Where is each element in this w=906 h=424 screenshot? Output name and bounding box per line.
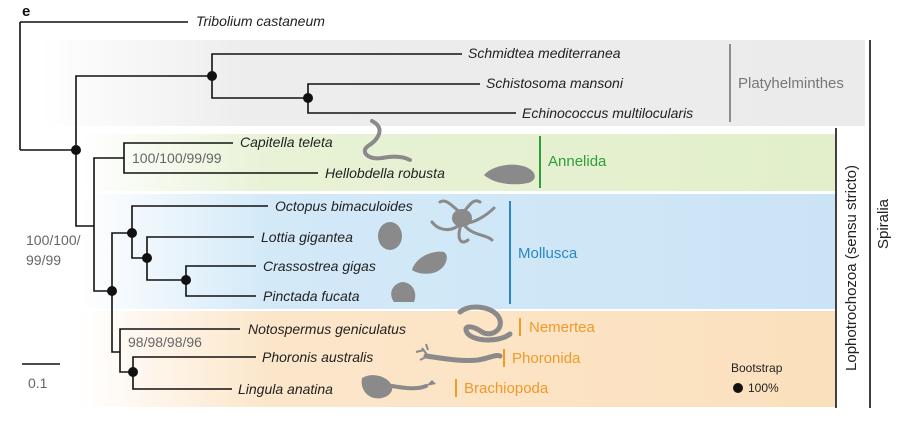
- support-value: 100/100/99/99: [132, 150, 222, 166]
- node-dot: [71, 145, 81, 155]
- phoronid-icon: [415, 343, 503, 363]
- group-label: Brachiopoda: [464, 380, 549, 397]
- mollusca-lophophorate-branch: [111, 232, 132, 353]
- group-label: Lophotrochozoa (sensu stricto): [843, 165, 860, 371]
- pearl-oyster-icon: [391, 282, 416, 302]
- taxon-label: Lottia gigantea: [261, 229, 353, 245]
- nemertean-icon: [457, 304, 513, 343]
- node-dot: [127, 228, 137, 238]
- octopus-icon: [430, 199, 496, 244]
- lottia-branch: [146, 236, 254, 281]
- taxon-label: Schmidtea mediterranea: [468, 45, 621, 61]
- lophotrochozoa-split-branch: [93, 157, 124, 292]
- spiralia-split-branch: [75, 75, 212, 227]
- taxon-label: Phoronis australis: [262, 349, 373, 365]
- node-dot: [107, 286, 117, 296]
- group-label: Spiralia: [875, 198, 892, 249]
- taxon-label: Pinctada fucata: [263, 288, 360, 304]
- taxon-label: Tribolium castaneum: [196, 13, 325, 29]
- animal-silhouettes: [361, 119, 535, 399]
- taxon-label: Echinococcus multilocularis: [522, 105, 693, 121]
- taxon-label: Schistosoma mansoni: [486, 75, 624, 91]
- node-dot: [142, 253, 152, 263]
- legend-value: 100%: [748, 381, 779, 395]
- scale-label: 0.1: [28, 375, 48, 391]
- support-value: 99/99: [26, 252, 61, 268]
- node-dot: [181, 275, 191, 285]
- oyster-icon: [412, 251, 447, 274]
- limpet-icon: [378, 222, 402, 250]
- root-branch: [19, 21, 188, 151]
- brachiopod-icon: [361, 375, 436, 399]
- support-value: 100/100/: [26, 232, 81, 248]
- legend-dot-icon: [733, 383, 743, 393]
- leech-icon: [484, 164, 535, 185]
- group-label: Mollusca: [518, 245, 578, 262]
- node-dot: [303, 93, 313, 103]
- worm-icon: [362, 119, 412, 162]
- taxon-label: Notospermus geniculatus: [248, 321, 406, 337]
- platyhelminthes-branch: [211, 53, 462, 99]
- support-value: 98/98/98/96: [128, 334, 202, 350]
- node-dot: [207, 71, 217, 81]
- group-label: Platyhelminthes: [738, 75, 844, 92]
- group-label: Phoronida: [512, 350, 581, 367]
- taxon-label: Octopus bimaculoides: [275, 198, 413, 214]
- taxon-label: Lingula anatina: [238, 381, 333, 397]
- taxon-label: Capitella teleta: [240, 134, 333, 150]
- node-dot: [128, 367, 138, 377]
- legend-title: Bootstrap: [731, 361, 783, 375]
- group-label: Annelida: [548, 153, 607, 170]
- taxon-label: Crassostrea gigas: [263, 258, 376, 274]
- annelida-branch: [123, 142, 318, 174]
- panel-label: e: [22, 3, 30, 20]
- bootstrap-dots: [71, 71, 313, 377]
- taxon-label: Hellobdella robusta: [325, 165, 445, 181]
- group-label: Nemertea: [529, 319, 596, 336]
